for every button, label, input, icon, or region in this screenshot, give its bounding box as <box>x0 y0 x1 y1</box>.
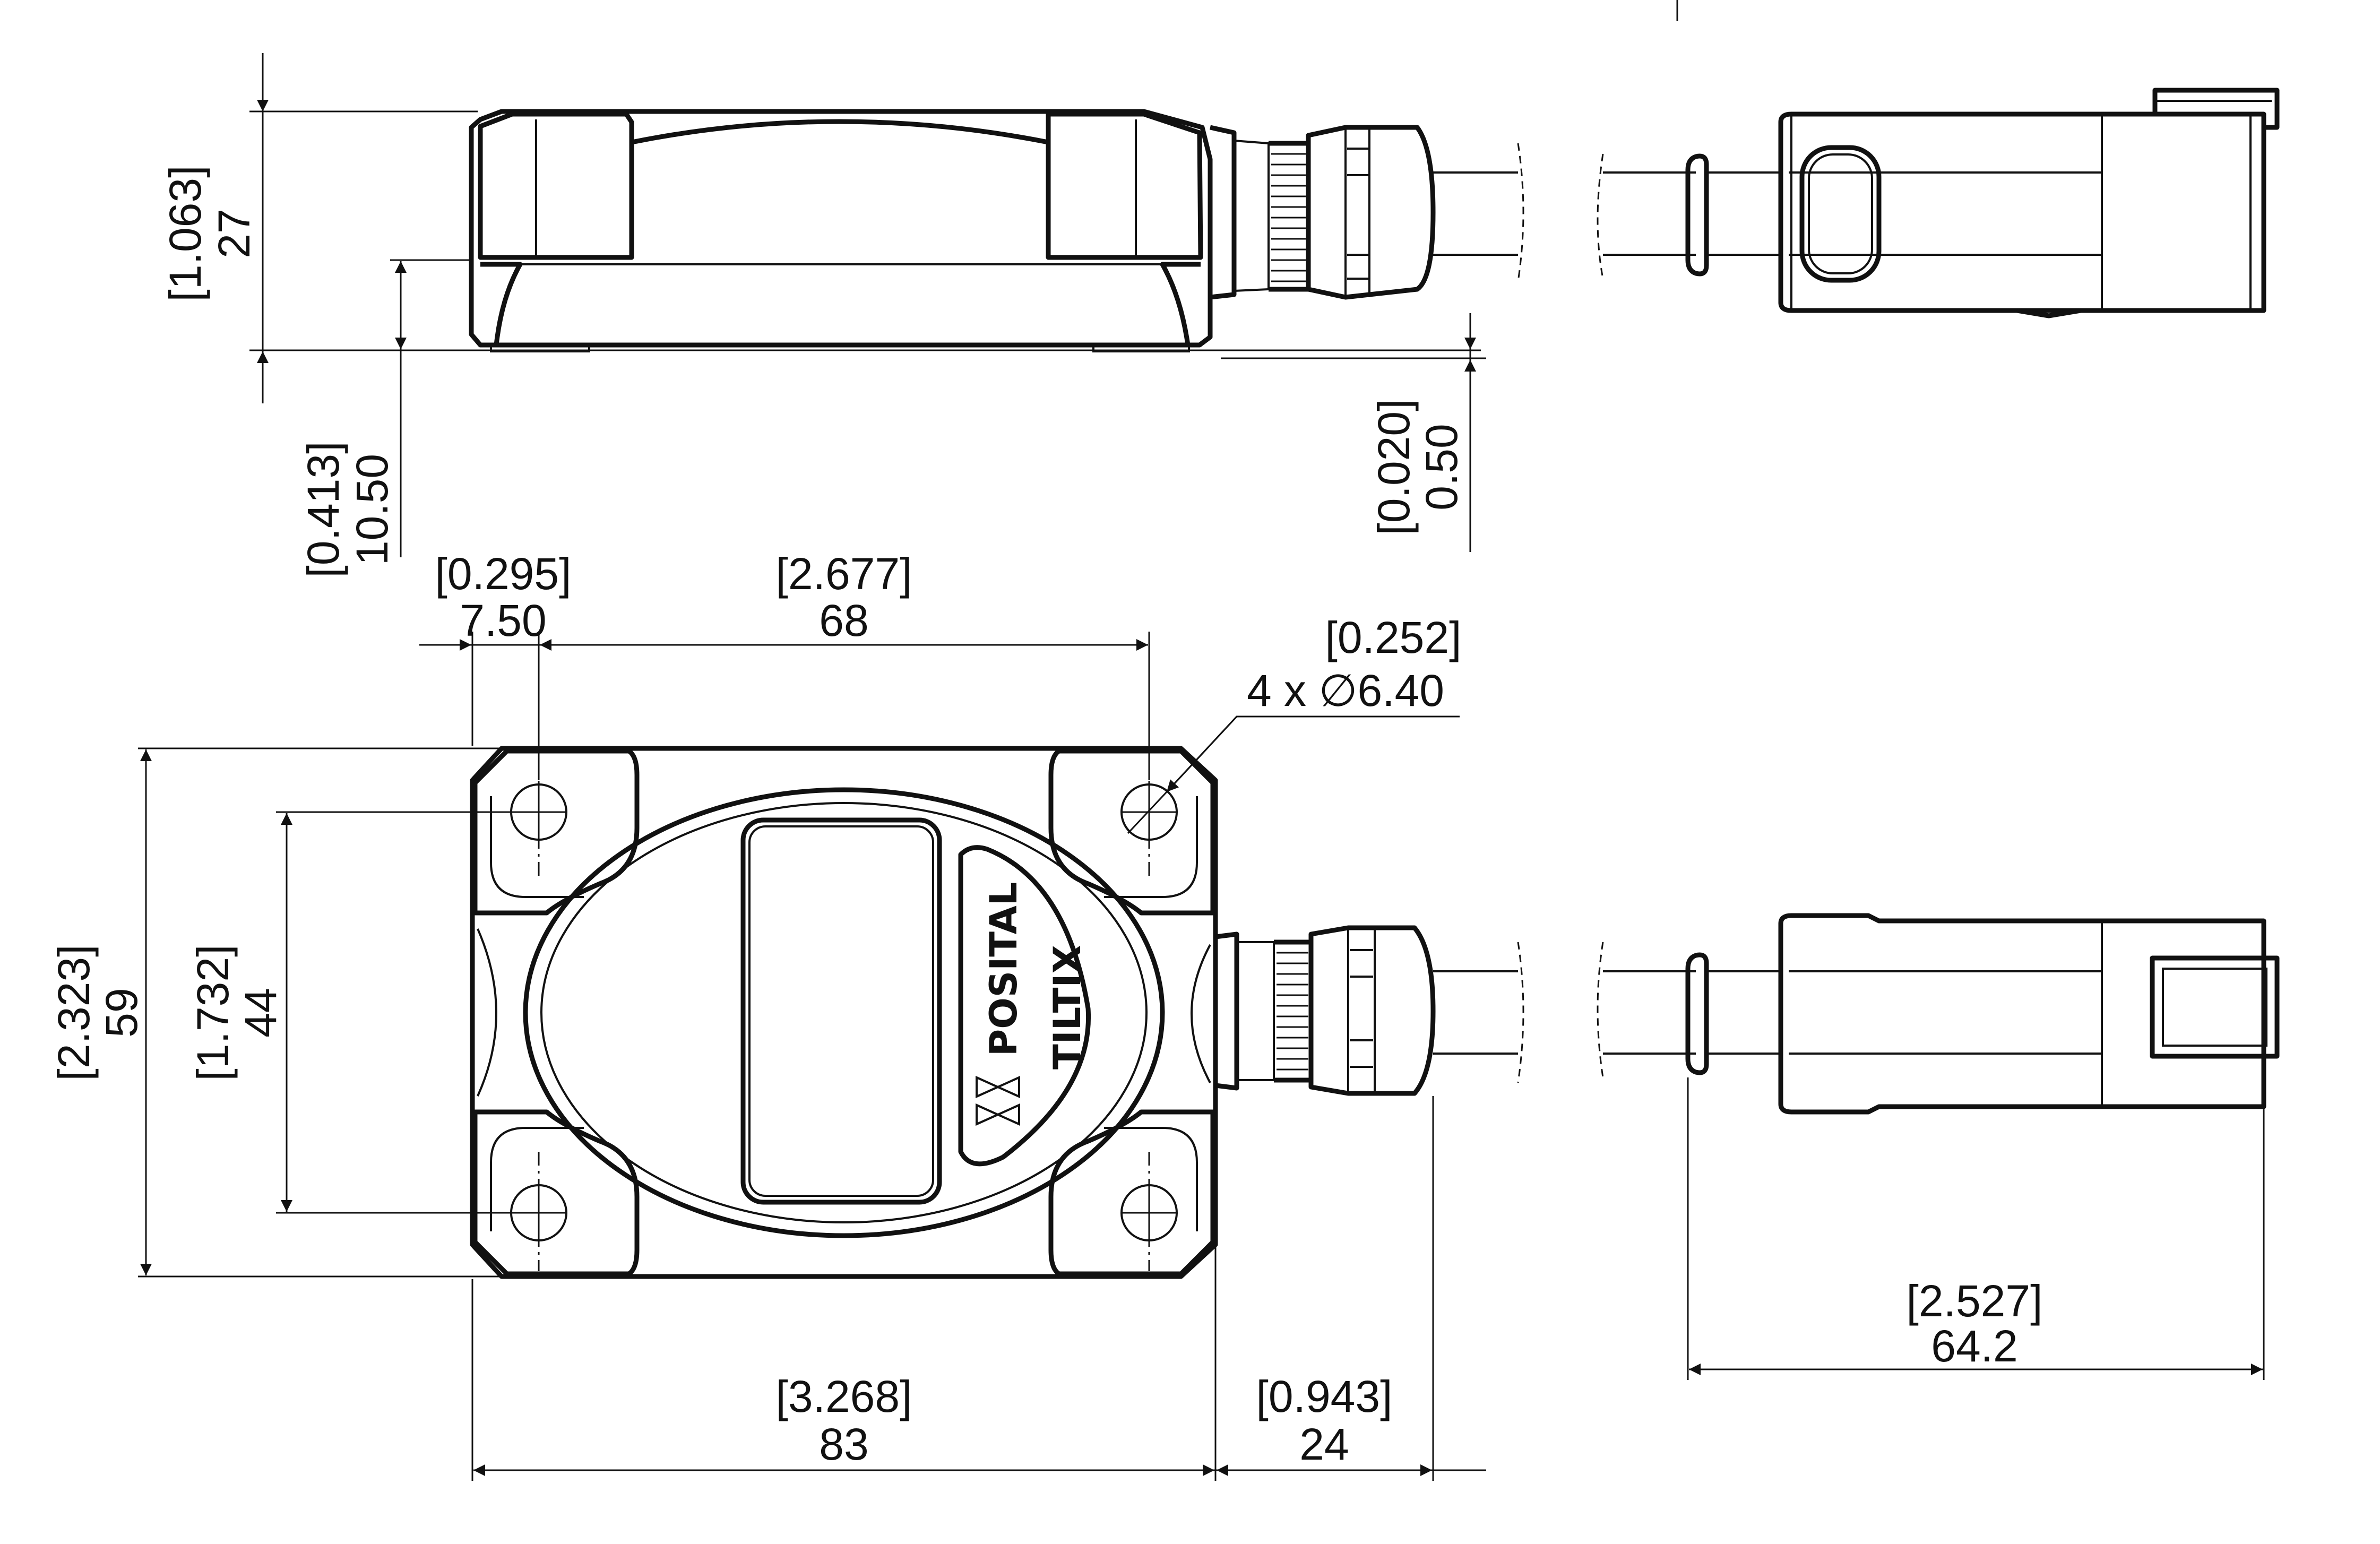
end-view-upper <box>1597 0 2280 318</box>
height-total-mm: 27 <box>209 209 259 258</box>
side-view-dimensions: [1.063] 27 [0.413] 10.50 [0.020] 0.50 <box>160 53 1486 577</box>
offset-bottom-inch: [0.020] <box>1369 399 1419 536</box>
hole-spacing-x-inch: [2.677] <box>776 549 912 599</box>
height-total-inch: [1.063] <box>160 166 210 302</box>
product-label: TILTIX <box>1046 945 1089 1069</box>
hole-diameter-inch: [0.252] <box>1325 613 1462 662</box>
hole-edge-offset-inch: [0.295] <box>435 549 572 599</box>
connector-length-inch: [0.943] <box>1256 1372 1393 1421</box>
side-length-inch: [2.527] <box>1907 1276 2043 1326</box>
hole-diameter-mm: 4 x ∅6.40 <box>1247 666 1444 715</box>
height-cable-axis-mm: 10.50 <box>347 454 397 565</box>
hole-edge-offset-mm: 7.50 <box>460 596 547 645</box>
hole-spacing-y-inch: [1.732] <box>188 945 238 1081</box>
height-cable-axis-inch: [0.413] <box>298 442 348 578</box>
hole-spacing-x-mm: 68 <box>819 596 868 645</box>
side-view <box>469 109 1524 352</box>
posital-logo <box>976 1075 1020 1126</box>
hole-spacing-y-mm: 44 <box>236 988 286 1037</box>
length-total-inch: [3.268] <box>776 1372 912 1421</box>
width-total-inch: [2.323] <box>49 945 99 1081</box>
connector-thread-top <box>1274 939 1314 1083</box>
length-total-mm: 83 <box>819 1419 868 1469</box>
top-view: POSITAL TILTIX <box>470 746 1524 1279</box>
connector-length-mm: 24 <box>1299 1419 1349 1469</box>
top-view-dimensions: [0.295] 7.50 [2.677] 68 [0.252] 4 x ∅6.4… <box>49 549 1486 1481</box>
width-total-mm: 59 <box>97 988 146 1037</box>
end-view-lower <box>1597 913 2280 1115</box>
side-length-mm: 64.2 <box>1931 1321 2018 1371</box>
offset-bottom-mm: 0.50 <box>1417 424 1467 511</box>
side-length-dimension: [2.527] 64.2 <box>1687 1077 2265 1380</box>
brand-label: POSITAL <box>982 882 1025 1056</box>
connector-thread <box>1269 141 1311 292</box>
